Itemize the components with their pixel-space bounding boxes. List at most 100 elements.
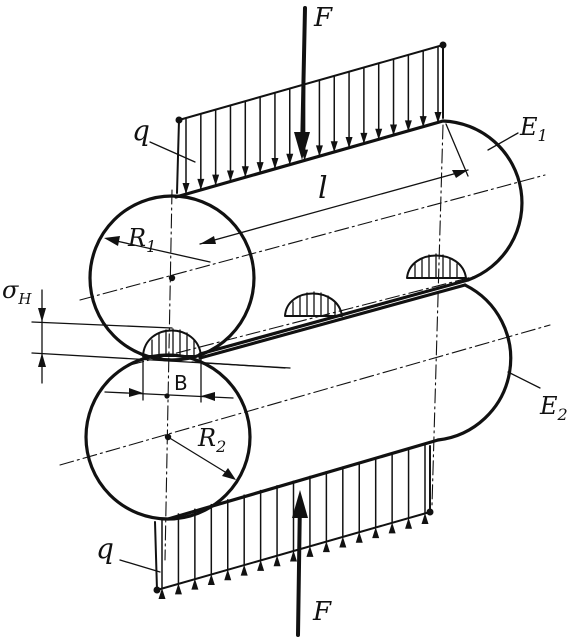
- vertical-centerline-left: [164, 189, 173, 561]
- radius-1-subscript: 1: [146, 237, 156, 256]
- upper-cylinder: [88, 119, 524, 362]
- stress-ellipse-back: [406, 254, 467, 279]
- top-load-arrowhead: [212, 174, 220, 186]
- top-distributed-load: [175, 41, 447, 194]
- bottom-load-arrowhead: [355, 531, 363, 543]
- top-load-arrowhead: [390, 124, 398, 136]
- bottom-load-arrowhead: [273, 555, 281, 567]
- bottom-load-arrowhead: [207, 573, 215, 585]
- upper-cylinder-top-edge: [174, 119, 445, 199]
- stress-subscript: H: [17, 290, 32, 308]
- top-load-arrows: [182, 47, 442, 194]
- center-dot-upper: [168, 274, 176, 282]
- contact-stress-distributions: [142, 253, 467, 357]
- force-bottom-label: F: [312, 597, 332, 627]
- length-dimension: [199, 123, 469, 245]
- length-label: l: [318, 171, 328, 206]
- top-load-corner-dot-right: [439, 41, 447, 49]
- modulus-2-main: E: [539, 392, 558, 420]
- leader-lines: [119, 132, 541, 573]
- force-bottom-arrowhead: [292, 490, 308, 518]
- lower-cylinder: [84, 283, 513, 521]
- top-load-arrowhead: [360, 132, 368, 144]
- radius-1-line: [111, 239, 211, 263]
- force-top-shaft: [300, 6, 307, 154]
- top-load-arrowhead: [256, 162, 264, 174]
- radius-2-subscript: 2: [215, 437, 226, 456]
- upper-cylinder-far-end: [441, 119, 524, 282]
- modulus-1-label: E1: [519, 113, 548, 145]
- bottom-load-arrowhead: [257, 559, 265, 571]
- bottom-distributed-load: [153, 443, 434, 599]
- upper-cylinder-axis: [79, 174, 546, 301]
- axis-lines: [59, 124, 551, 561]
- top-load-arrowhead: [404, 120, 412, 132]
- center-dot-lower: [164, 433, 172, 441]
- force-top-label: F: [313, 3, 333, 33]
- top-load-arrowhead: [271, 157, 279, 169]
- bottom-load-corner-dot-left: [153, 586, 161, 594]
- bottom-load-arrowhead: [191, 578, 199, 590]
- bottom-load-arrowhead: [306, 545, 314, 557]
- radius-1-label: R1: [127, 224, 156, 256]
- bottom-load-arrows: [158, 443, 429, 599]
- radius-2-arrowhead: [222, 468, 236, 480]
- stress-ellipse-middle-hatching: [292, 291, 336, 317]
- contact-width-dimension: [104, 355, 234, 403]
- stress-arrowhead-down: [38, 308, 46, 322]
- modulus-1-subscript: 1: [538, 126, 548, 145]
- leader-b: [191, 361, 286, 369]
- radius-1-arrowhead: [104, 236, 120, 246]
- bottom-load-arrowhead: [158, 588, 166, 599]
- radius-2-main: R: [197, 424, 216, 452]
- radius-1-main: R: [127, 224, 146, 252]
- contact-width-label: B: [174, 371, 188, 395]
- upper-cylinder-end-face: [88, 194, 256, 362]
- bottom-load-arrowhead: [322, 541, 330, 553]
- modulus-2-label: E2: [539, 392, 568, 424]
- top-load-left-side: [176, 119, 180, 194]
- top-load-arrowhead: [375, 128, 383, 140]
- top-load-arrowhead: [315, 145, 323, 157]
- leader-q-top: [149, 141, 196, 163]
- leader-e1: [487, 132, 519, 151]
- radius-2-line: [167, 436, 231, 476]
- stress-ellipse-front: [142, 329, 202, 357]
- top-load-arrowhead: [182, 183, 190, 194]
- stress-extension-upper: [31, 321, 173, 329]
- bottom-load-arrowhead: [339, 536, 347, 548]
- load-top-label: q: [132, 114, 150, 147]
- force-bottom-shaft: [296, 496, 302, 637]
- top-load-arrowhead: [241, 166, 249, 178]
- top-load-upper-line: [178, 44, 444, 121]
- contact-width-arrowhead-left: [129, 388, 143, 397]
- top-load-arrowhead: [434, 112, 442, 123]
- top-load-arrowhead: [419, 116, 427, 128]
- leader-q-bottom: [119, 559, 161, 573]
- contact-line: [129, 274, 481, 366]
- force-top-arrowhead: [294, 132, 310, 160]
- bottom-load-arrowhead: [224, 569, 232, 581]
- bottom-load-arrowhead: [405, 517, 413, 529]
- length-arrowhead-right: [452, 170, 468, 178]
- load-bottom-label: q: [96, 532, 114, 565]
- top-load-arrowhead: [330, 141, 338, 153]
- stress-ellipse-middle: [284, 292, 343, 317]
- top-load-arrowhead: [345, 137, 353, 149]
- stress-arrowhead-up: [38, 353, 46, 367]
- length-dimension-line: [199, 169, 469, 245]
- modulus-1-main: E: [519, 113, 538, 141]
- stress-main: σ: [2, 276, 19, 304]
- top-load-arrowhead: [226, 170, 234, 182]
- contact-width-arrowhead-right: [201, 392, 215, 401]
- leader-e2: [507, 371, 541, 389]
- bottom-load-arrowhead: [372, 527, 380, 539]
- lower-cylinder-top-edge: [198, 283, 467, 360]
- modulus-2-subscript: 2: [557, 405, 568, 424]
- stress-label: σH: [2, 276, 32, 308]
- bottom-load-arrowhead: [421, 513, 429, 524]
- lower-cylinder-bottom-edge: [166, 438, 440, 521]
- bottom-load-arrowhead: [240, 564, 248, 576]
- top-load-corner-dot-left: [175, 116, 183, 124]
